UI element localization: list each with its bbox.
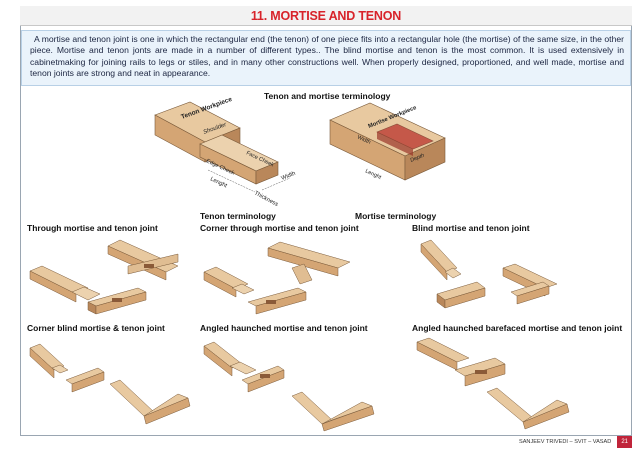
tenon-terminology-figure: Tenon Workpiece Shoulder Face Cheek Edge…: [154, 96, 297, 208]
angled-haunched-joint-figure: [203, 341, 375, 432]
footer-author: SANJEEV TRIVEDI – SVIT – VASAD: [518, 439, 612, 445]
title-bar: 11. MORTISE AND TENON: [20, 6, 632, 26]
intro-paragraph: A mortise and tenon joint is one in whic…: [30, 34, 624, 78]
mortise-terminology-figure: Mortise Workpiece Width Depth Lenght: [329, 102, 446, 181]
footer: SANJEEV TRIVEDI – SVIT – VASAD 21: [519, 436, 632, 448]
joint-label-through: Through mortise and tenon joint: [27, 223, 158, 233]
angled-barefaced-joint-figure: [416, 337, 570, 430]
label-thickness: Thickness: [253, 190, 279, 208]
terminology-heading: Tenon and mortise terminology: [264, 91, 391, 101]
label-mortise-depth: Depth: [410, 153, 426, 164]
joint-label-angled-haunched: Angled haunched mortise and tenon joint: [200, 323, 368, 333]
tenon-terminology-caption: Tenon terminology: [200, 211, 276, 221]
corner-through-joint-figure: [203, 241, 351, 315]
page-title: 11. MORTISE AND TENON: [250, 8, 402, 23]
label-mortise-width: Width: [356, 134, 371, 145]
page-number-badge: 21: [617, 436, 632, 448]
blind-joint-figure: [420, 239, 558, 309]
through-joint-figure: [29, 239, 179, 315]
mortise-terminology-caption: Mortise terminology: [355, 211, 437, 221]
joint-label-angled-barefaced: Angled haunched barefaced mortise and te…: [412, 323, 623, 333]
corner-blind-joint-figure: [29, 343, 191, 425]
label-length: Lenght: [209, 176, 228, 189]
joint-label-corner-blind: Corner blind mortise & tenon joint: [27, 323, 165, 333]
joint-label-blind: Blind mortise and tenon joint: [412, 223, 530, 233]
label-width: Width: [281, 171, 297, 182]
intro-box: A mortise and tenon joint is one in whic…: [21, 30, 631, 86]
joint-label-corner-through: Corner through mortise and tenon joint: [200, 223, 359, 233]
label-mortise-length: Lenght: [364, 168, 382, 181]
